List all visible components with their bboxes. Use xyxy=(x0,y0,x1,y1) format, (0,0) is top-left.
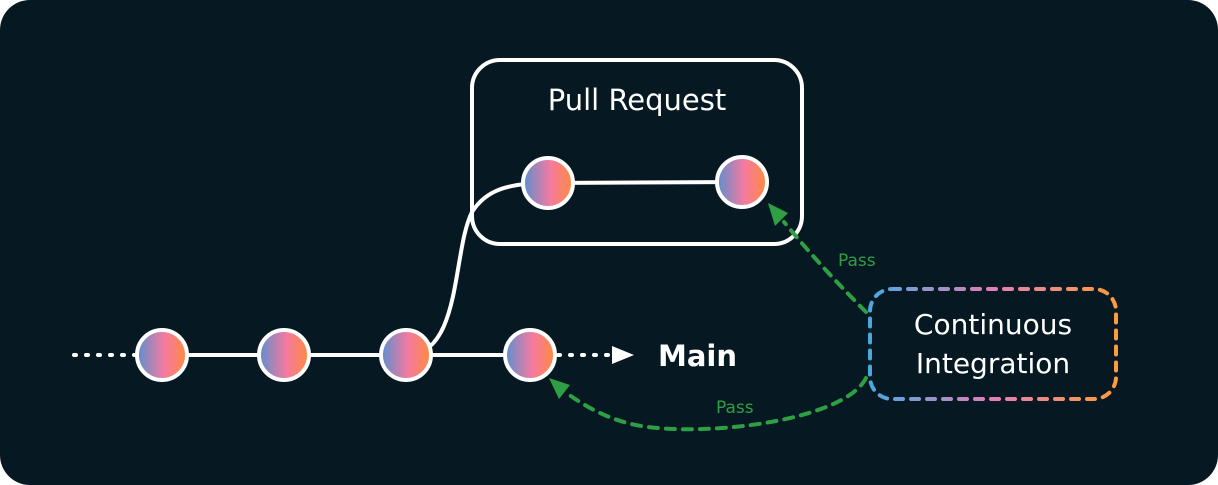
arrow-right-icon xyxy=(612,346,634,364)
pull-request-box xyxy=(470,58,804,246)
ci-label-line1: Continuous xyxy=(914,308,1072,341)
pass-arrow-top xyxy=(782,220,868,314)
commit-node-icon xyxy=(503,328,557,382)
pull-request-line xyxy=(547,180,743,185)
commit-node-icon xyxy=(257,328,311,382)
commit-node-icon xyxy=(715,155,769,209)
commit-node-icon xyxy=(379,328,433,382)
pass-label-bottom: Pass xyxy=(716,398,754,418)
pull-request-label: Pull Request xyxy=(548,83,727,117)
pass-arrowhead-top-icon xyxy=(768,203,788,226)
commit-node-icon xyxy=(521,156,575,210)
continuous-integration-box xyxy=(868,287,1118,401)
ci-label-line2: Integration xyxy=(916,347,1070,380)
branch-line xyxy=(405,181,549,357)
main-branch-label: Main xyxy=(658,339,737,373)
pass-label-top: Pass xyxy=(838,251,876,271)
commit-node-icon xyxy=(135,328,189,382)
pass-arrow-bottom xyxy=(563,376,868,432)
pass-arrowhead-bottom-icon xyxy=(549,378,570,399)
